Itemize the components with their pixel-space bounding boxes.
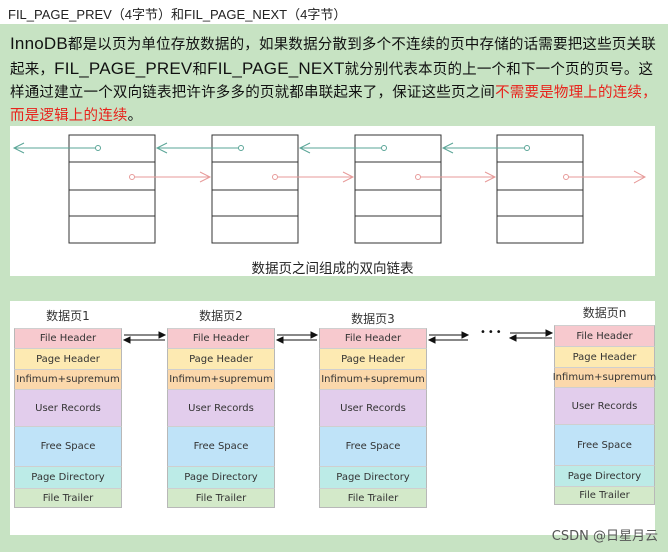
para-end: 。: [127, 108, 143, 124]
para-text-1: 都是以页为单位存放数据的，如果数据分散到多个不连续的页中存储的话需要把这些页关联…: [10, 37, 656, 78]
list-page-4: [496, 134, 584, 244]
title-text: FIL_PAGE_PREV（4字节）和FIL_PAGE_NEXT（4字节）: [8, 7, 347, 22]
fil-page-next-term: FIL_PAGE_NEXT: [207, 59, 345, 78]
list-page-1: [68, 134, 156, 244]
window-title: FIL_PAGE_PREV（4字节）和FIL_PAGE_NEXT（4字节）: [0, 0, 668, 24]
file-header-segment: File Header: [167, 328, 275, 348]
user-records-segment: User Records: [14, 389, 122, 426]
page-label: 数据页n: [582, 306, 627, 320]
emphasis-text: 不需要是物理上的连续，而是逻辑上的连续: [10, 85, 657, 124]
link-arrows-2-3: [275, 331, 319, 344]
infimum-supremum-segment: Infimum+supremum: [319, 369, 427, 389]
description-paragraph: InnoDB都是以页为单位存放数据的，如果数据分散到多个不连续的页中存储的话需要…: [10, 32, 658, 128]
note-panel: InnoDB都是以页为单位存放数据的，如果数据分散到多个不连续的页中存储的话需要…: [0, 24, 668, 552]
data-page-n: 数据页n File Header Page Header Infimum+sup…: [553, 301, 656, 535]
infimum-supremum-segment: Infimum+supremum: [167, 369, 275, 389]
data-page-2: 数据页2 File Header Page Header Infimum+sup…: [167, 301, 275, 535]
free-space-segment: Free Space: [14, 426, 122, 466]
file-trailer-segment: File Trailer: [167, 488, 275, 508]
user-records-segment: User Records: [319, 389, 427, 426]
linked-list-caption: 数据页之间组成的双向链表: [251, 261, 414, 277]
file-header-segment: File Header: [14, 328, 122, 348]
link-arrows-3-ellipsis: [427, 331, 470, 344]
list-page-2: [211, 134, 299, 244]
page-directory-segment: Page Directory: [554, 465, 655, 486]
infimum-supremum-segment: Infimum+supremum: [553, 367, 656, 387]
link-arrows-1-2: [122, 331, 167, 344]
page-label: 数据页3: [351, 312, 395, 326]
page-header-segment: Page Header: [14, 348, 122, 369]
linked-list-svg: [12, 134, 647, 244]
free-space-segment: Free Space: [554, 424, 655, 465]
page-header-segment: Page Header: [167, 348, 275, 369]
link-arrows-ellipsis-n: [508, 329, 554, 342]
page-label: 数据页1: [46, 309, 90, 323]
file-header-segment: File Header: [319, 328, 427, 348]
data-page-3: 数据页3 File Header Page Header Infimum+sup…: [319, 301, 427, 535]
csdn-watermark: CSDN @日星月云: [551, 529, 658, 544]
infimum-supremum-segment: Infimum+supremum: [14, 369, 122, 389]
free-space-segment: Free Space: [167, 426, 275, 466]
fil-page-prev-term: FIL_PAGE_PREV: [54, 59, 193, 78]
data-page-1: 数据页1 File Header Page Header Infimum+sup…: [14, 301, 122, 535]
para-and: 和: [192, 62, 208, 78]
page-structure-diagram: 数据页1 File Header Page Header Infimum+sup…: [10, 301, 656, 535]
file-trailer-segment: File Trailer: [319, 488, 427, 508]
user-records-segment: User Records: [554, 387, 655, 424]
next-arrows: [129, 170, 647, 184]
page-header-segment: Page Header: [554, 346, 655, 367]
innodb-term: InnoDB: [10, 34, 68, 53]
file-header-segment: File Header: [554, 325, 655, 346]
file-trailer-segment: File Trailer: [14, 488, 122, 508]
page-directory-segment: Page Directory: [14, 466, 122, 488]
linked-list-diagram: 数据页之间组成的双向链表: [10, 126, 655, 277]
file-trailer-segment: File Trailer: [554, 486, 655, 505]
page-label: 数据页2: [199, 309, 243, 323]
free-space-segment: Free Space: [319, 426, 427, 466]
prev-arrows: [12, 142, 530, 154]
ellipsis: •••: [480, 327, 504, 338]
page-header-segment: Page Header: [319, 348, 427, 369]
user-records-segment: User Records: [167, 389, 275, 426]
list-page-3: [354, 134, 442, 244]
para-text-2: 就分别代表本页的上一个和下一个页的页号。这样通过建立一个双向链表把许许多多的页就…: [10, 62, 654, 101]
page-directory-segment: Page Directory: [167, 466, 275, 488]
page-directory-segment: Page Directory: [319, 466, 427, 488]
